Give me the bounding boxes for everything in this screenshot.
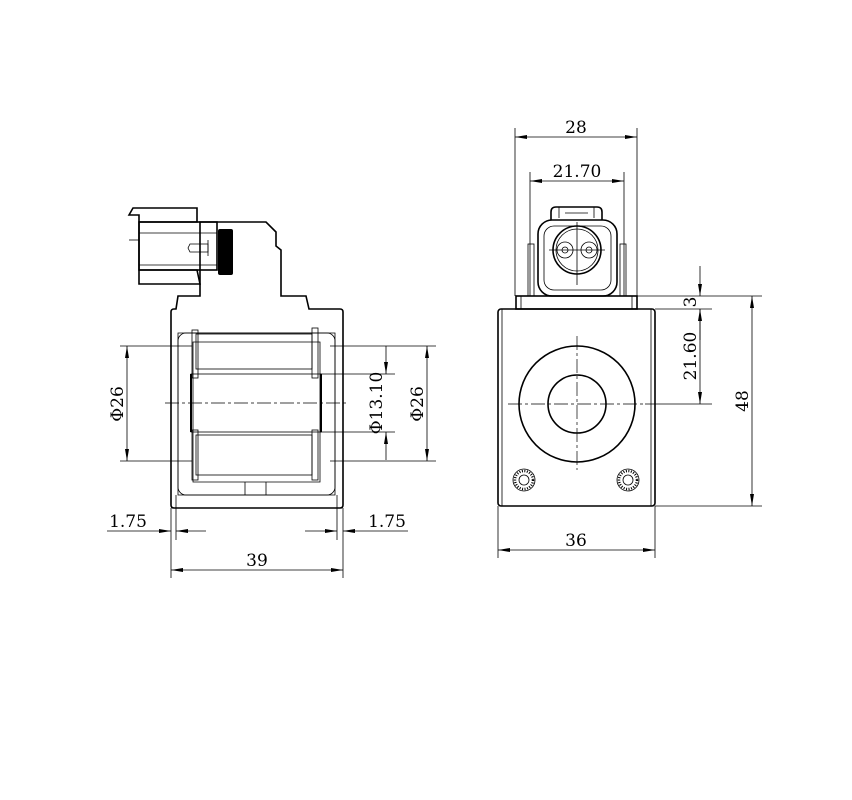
dim-outer-diameter-left: Φ26 bbox=[108, 386, 128, 422]
dim-flange-height: 3 bbox=[681, 297, 701, 308]
connector-front bbox=[527, 206, 627, 297]
marking-stamp-left bbox=[512, 468, 536, 492]
dim-length: 39 bbox=[246, 551, 268, 571]
winding-bottom bbox=[195, 434, 313, 476]
dim-wall-right: 1.75 bbox=[368, 512, 406, 532]
dim-connector-width: 21.70 bbox=[553, 162, 602, 182]
flange bbox=[515, 295, 638, 310]
overmold-housing bbox=[170, 221, 344, 509]
dim-wall-left: 1.75 bbox=[109, 512, 147, 532]
bore bbox=[190, 373, 322, 433]
dim-center-height: 21.60 bbox=[681, 332, 701, 381]
dim-body-width: 36 bbox=[565, 531, 587, 551]
dim-outer-diameter-right: Φ26 bbox=[408, 386, 428, 422]
dim-top-width: 28 bbox=[565, 118, 587, 138]
winding-top bbox=[195, 333, 313, 370]
dim-total-height: 48 bbox=[733, 390, 753, 412]
frame bbox=[177, 332, 336, 496]
front-view: 28 21.70 3 21.60 48 36 bbox=[497, 118, 762, 558]
connector-side bbox=[127, 207, 233, 285]
section-view: Φ26 Φ13.10 Φ26 1.75 1.75 39 bbox=[107, 207, 436, 578]
marking-stamp-right bbox=[616, 468, 640, 492]
dim-bore-diameter: Φ13.10 bbox=[367, 372, 387, 435]
